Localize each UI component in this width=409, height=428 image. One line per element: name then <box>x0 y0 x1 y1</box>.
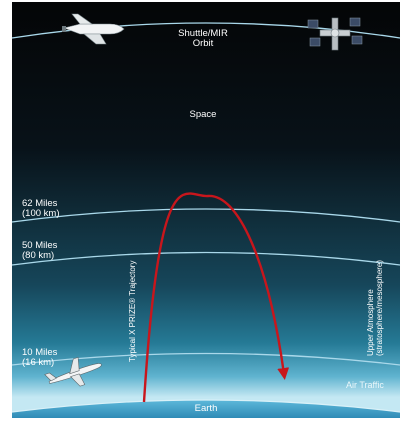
altitude-label-100km: 62 Miles (100 km) <box>22 199 59 219</box>
altitude-line-16km <box>11 352 401 366</box>
altitude-line-80km <box>11 251 401 266</box>
airplane-icon <box>44 356 102 387</box>
upper-atmosphere-line2: (stratosphere/mesosphere) <box>375 259 385 356</box>
trajectory-arc <box>142 192 290 403</box>
earth-label: Earth <box>194 403 218 414</box>
orbit-label-line2: Orbit <box>192 37 214 49</box>
earth-surface <box>12 400 400 418</box>
altitude-label-16km: 10 Miles (16 km) <box>22 348 57 368</box>
altitude-80km-miles: 50 Miles <box>22 240 58 251</box>
altitude-16km-miles: 10 Miles <box>22 347 58 358</box>
orbit-label: Shuttle/MIR Orbit <box>168 29 238 49</box>
space-shuttle-icon <box>62 13 125 45</box>
space-label: Space <box>189 109 217 120</box>
altitude-line-100km <box>11 208 401 223</box>
altitude-100km-miles: 62 Miles <box>22 198 58 209</box>
upper-atmosphere-label: Upper Atmosphere (stratosphere/mesospher… <box>366 260 384 356</box>
altitude-label-80km: 50 Miles (80 km) <box>22 241 57 261</box>
space-station-icon <box>307 17 363 51</box>
trajectory-label: Typical X PRIZE® Trajectory <box>128 260 137 362</box>
earth-horizon <box>11 399 401 413</box>
upper-atmosphere-line1: Upper Atmosphere <box>366 289 375 356</box>
air-traffic-label: Air Traffic <box>346 380 384 390</box>
altitude-80km-km: (80 km) <box>22 249 55 261</box>
altitude-100km-km: (100 km) <box>22 207 60 219</box>
altitude-16km-km: (16 km) <box>22 356 55 368</box>
orbit-label-line1: Shuttle/MIR <box>178 28 228 39</box>
sky-background <box>12 2 400 418</box>
